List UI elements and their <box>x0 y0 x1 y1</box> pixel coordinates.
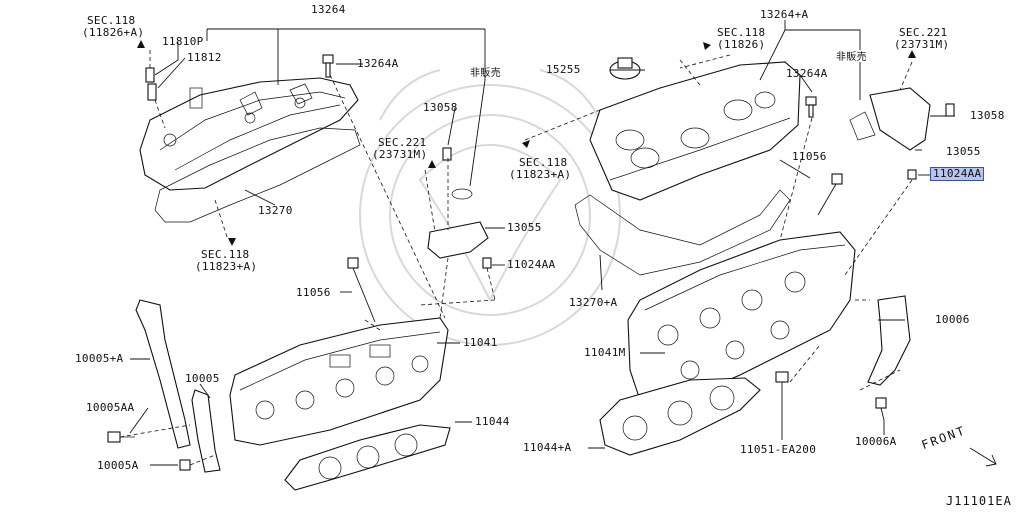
label-13058-left: 13058 <box>423 101 458 114</box>
label-sec118-center-sub: (11823+A) <box>509 168 572 181</box>
cylinder-head-left <box>229 317 449 446</box>
bolt-11056-left <box>347 257 376 323</box>
label-sec118-center: SEC.118 <box>519 156 568 169</box>
label-13270: 13270 <box>258 204 293 217</box>
label-sec221-left-sub: (23731M) <box>372 148 428 161</box>
label-sec221-right-sub: (23731M) <box>894 38 950 51</box>
label-sec118-bottom-left: SEC.118 <box>201 248 250 261</box>
gasket-13270 <box>154 127 361 223</box>
pcv-valve <box>145 67 157 101</box>
label-13270a: 13270+A <box>569 296 618 309</box>
label-11051: 11051-EA200 <box>740 443 817 456</box>
head-gasket-right <box>599 377 761 456</box>
label-13264: 13264 <box>311 3 346 16</box>
label-10006: 10006 <box>935 313 970 326</box>
bracket-10005 <box>191 389 221 473</box>
label-sec118-top-left: SEC.118 <box>87 14 136 27</box>
label-15255: 15255 <box>546 63 581 76</box>
head-gasket-left <box>284 424 451 491</box>
leader-lines <box>129 20 955 466</box>
bracket-10006 <box>867 295 911 386</box>
label-11056-right: 11056 <box>792 150 827 163</box>
label-sec118-mid-sub: (11826) <box>717 38 766 51</box>
label-hanbai-right: 非販売 <box>836 52 867 63</box>
label-11041m: 11041M <box>584 346 626 359</box>
bolt-13264a-left <box>322 54 334 78</box>
label-13264pa: 13264+A <box>760 8 809 21</box>
direction-arrows <box>137 40 997 467</box>
vtc-solenoid-right <box>849 87 955 180</box>
label-11056-left: 11056 <box>296 286 331 299</box>
label-10005a-bolt: 10005A <box>97 459 139 472</box>
alignment-lines <box>119 50 913 466</box>
watermark-emblem <box>359 69 621 346</box>
label-13055-right: 13055 <box>946 145 981 158</box>
label-sec118-mid: SEC.118 <box>717 26 766 39</box>
label-sec221-left: SEC.221 <box>378 136 427 149</box>
gasket-13270a <box>574 189 791 276</box>
label-sec118-top-left-sub: (11826+A) <box>82 26 145 39</box>
oil-filler-cap <box>609 57 641 80</box>
bolt-11051 <box>775 371 789 410</box>
label-11810p: 11810P <box>162 35 204 48</box>
bolt-13264a-right <box>805 96 817 118</box>
label-11041: 11041 <box>463 336 498 349</box>
rocker-cover-right <box>589 61 801 201</box>
label-10005a: 10005+A <box>75 352 124 365</box>
label-sec118-bottom-left-sub: (11823+A) <box>195 260 258 273</box>
label-sec221-right: SEC.221 <box>899 26 948 39</box>
rocker-cover-left <box>139 77 359 191</box>
bolt-10006a <box>875 397 887 421</box>
label-hanbai-left: 非販売 <box>470 68 501 79</box>
bolt-10005a <box>179 459 191 471</box>
label-11044a: 11044+A <box>523 441 572 454</box>
diagram-code: J11101EA <box>946 494 1012 508</box>
vtc-solenoid-left <box>427 147 492 269</box>
label-13264a-left: 13264A <box>357 57 399 70</box>
label-10005aa: 10005AA <box>86 401 135 414</box>
bracket-10005a <box>135 299 191 449</box>
label-10006a: 10006A <box>855 435 897 448</box>
label-10005: 10005 <box>185 372 220 385</box>
bolt-11056-right <box>817 173 843 216</box>
label-13055-left: 13055 <box>507 221 542 234</box>
label-11024aa-right-highlighted[interactable]: 11024AA <box>930 167 985 181</box>
label-11024aa-left: 11024AA <box>507 258 556 271</box>
label-11812: 11812 <box>187 51 222 64</box>
label-13058-right: 13058 <box>970 109 1005 122</box>
label-11044: 11044 <box>475 415 510 428</box>
label-13264a-right: 13264A <box>786 67 828 80</box>
